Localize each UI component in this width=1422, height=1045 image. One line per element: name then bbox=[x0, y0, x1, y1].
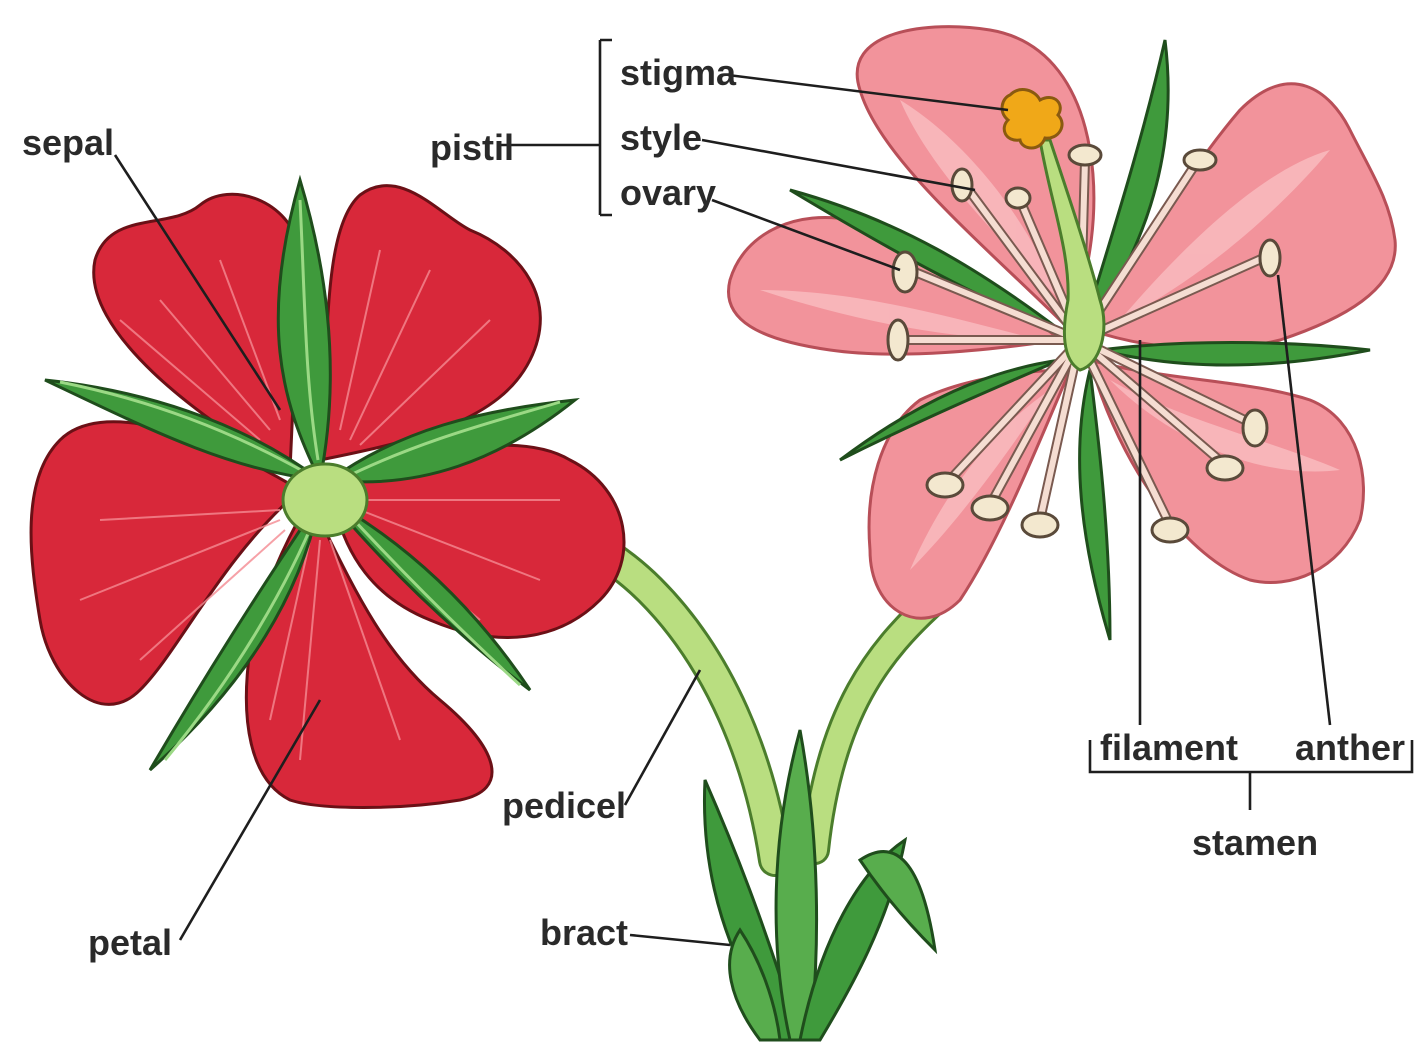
label-filament: filament bbox=[1100, 727, 1238, 768]
front-flower bbox=[728, 27, 1395, 640]
label-anther: anther bbox=[1295, 727, 1405, 768]
label-sepal: sepal bbox=[22, 122, 114, 163]
label-style: style bbox=[620, 117, 702, 158]
receptacle bbox=[283, 464, 367, 536]
label-petal: petal bbox=[88, 922, 172, 963]
label-stamen: stamen bbox=[1192, 822, 1318, 863]
pedicel-leader bbox=[625, 670, 700, 805]
label-pistil: pistil bbox=[430, 127, 514, 168]
label-pedicel: pedicel bbox=[502, 785, 626, 826]
label-ovary: ovary bbox=[620, 172, 716, 213]
label-bract: bract bbox=[540, 912, 628, 953]
label-stigma: stigma bbox=[620, 52, 737, 93]
bract-leader bbox=[630, 935, 730, 945]
back-flower bbox=[31, 180, 624, 808]
pistil-bracket bbox=[600, 40, 612, 215]
